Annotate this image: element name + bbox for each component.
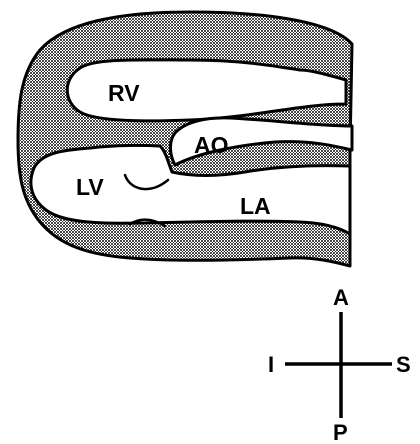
orientation-superior: S [396, 352, 411, 377]
orientation-anterior: A [333, 285, 349, 310]
label-left-atrium: LA [240, 193, 271, 219]
orientation-cross [285, 312, 392, 418]
orientation-inferior: I [268, 352, 274, 377]
label-aorta: AO [194, 132, 229, 158]
label-left-ventricle: LV [76, 174, 104, 200]
orientation-posterior: P [333, 420, 348, 444]
label-right-ventricle: RV [108, 80, 140, 106]
